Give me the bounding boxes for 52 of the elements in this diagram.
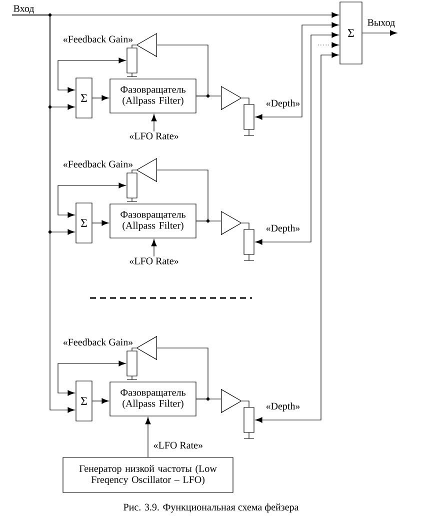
connector — [255, 52, 339, 423]
connector — [132, 348, 136, 351]
gain-label: «Feedback Gain» — [63, 160, 133, 168]
potentiometer — [244, 229, 254, 255]
connector — [12, 14, 75, 413]
output-label: Выход — [368, 19, 395, 28]
depth-label: «Depth» — [266, 224, 300, 234]
connector — [132, 170, 136, 173]
connector — [156, 348, 208, 400]
connector — [255, 22, 339, 120]
lfo-rate-label: «LFO Rate» — [130, 258, 178, 264]
connector — [362, 30, 398, 36]
summing-box: Σ — [76, 380, 92, 422]
potentiometer — [244, 407, 254, 433]
summing-box: Σ — [76, 78, 92, 118]
connector — [242, 222, 250, 230]
connector — [92, 220, 109, 226]
connector — [156, 170, 208, 222]
connector — [92, 398, 109, 404]
caption: Рис. 3.9. Функциональная схема фейзера — [124, 503, 299, 513]
connector — [318, 42, 339, 48]
summing-box: Σ — [76, 202, 92, 244]
connector — [92, 95, 109, 101]
phase-shifter-box: Фазовращатель (Allpass Filter) — [110, 382, 196, 416]
potentiometer — [126, 172, 138, 198]
oscillator-box: Генератор низкой частоты (Low Freqency Oscillator – LFO) — [62, 457, 234, 493]
gain-label: «Feedback Gain» — [63, 338, 133, 346]
depth-label: «Depth» — [266, 99, 300, 109]
connector — [255, 32, 339, 245]
connector — [151, 114, 157, 132]
connector — [156, 44, 208, 96]
connector — [58, 360, 126, 396]
connector — [242, 98, 250, 104]
connector — [196, 220, 222, 222]
summing-box: Σ — [340, 2, 362, 64]
lfo-rate-label: «LFO Rate» — [130, 132, 178, 140]
connector — [145, 417, 151, 458]
connector — [151, 239, 157, 257]
connector — [196, 398, 222, 400]
phase-shifter-box: Фазовращатель (Allpass Filter) — [110, 204, 196, 238]
phase-shifter-box: Фазовращатель (Allpass Filter) — [110, 78, 196, 114]
potentiometer — [244, 104, 254, 130]
connector — [58, 58, 126, 93]
potentiometer — [126, 48, 138, 74]
potentiometer — [126, 350, 138, 376]
connector — [242, 400, 250, 408]
edge-label: «LFO Rate» — [152, 440, 204, 450]
connector — [58, 182, 126, 218]
depth-label: «Depth» — [266, 402, 300, 412]
input-label: Вход — [14, 5, 34, 14]
gain-label: «Feedback Gain» — [63, 35, 133, 43]
connector — [132, 44, 136, 48]
